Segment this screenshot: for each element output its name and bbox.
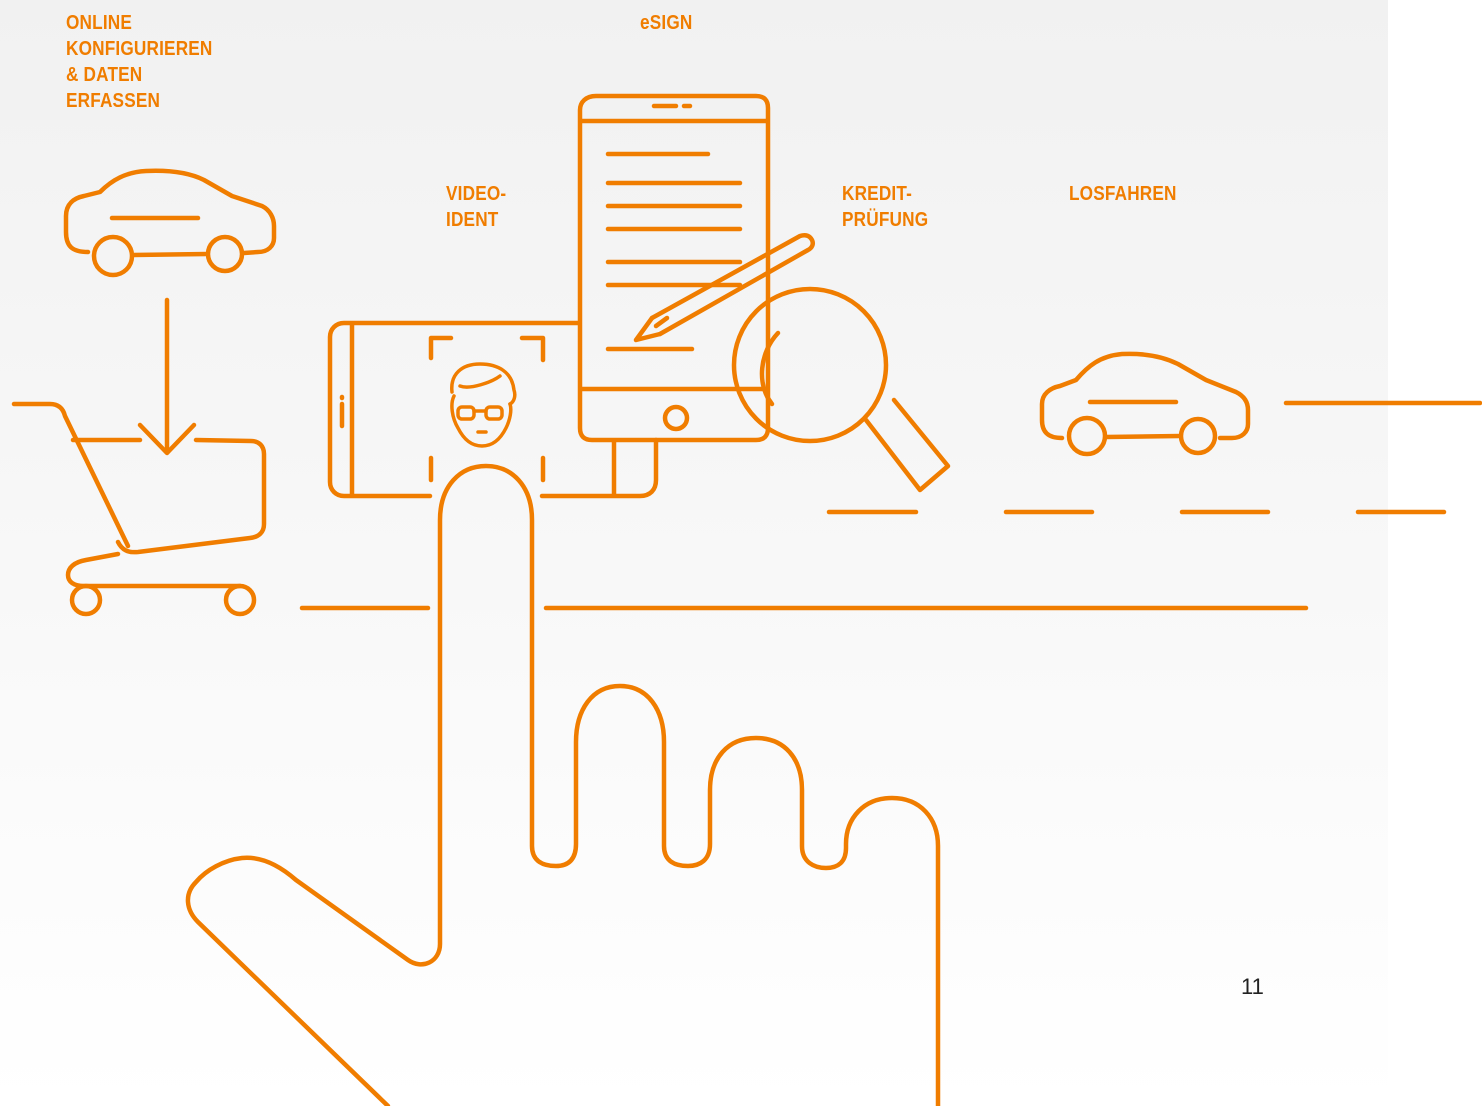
pencil-icon bbox=[636, 235, 813, 340]
label-line: eSIGN bbox=[640, 10, 692, 36]
pointing-hand-icon bbox=[188, 466, 938, 1106]
car-icon bbox=[66, 171, 274, 275]
label-line: ERFASSEN bbox=[66, 88, 213, 114]
label-line: LOSFAHREN bbox=[1069, 181, 1177, 207]
label-line: KREDIT- bbox=[842, 181, 928, 207]
label-line: VIDEO- bbox=[446, 181, 506, 207]
label-line: KONFIGURIEREN bbox=[66, 36, 213, 62]
label-esign: eSIGN bbox=[640, 10, 692, 36]
label-losfahren: LOSFAHREN bbox=[1069, 181, 1177, 207]
shopping-cart-icon bbox=[14, 404, 264, 614]
car-driving-icon bbox=[1042, 354, 1480, 454]
page-number: 11 bbox=[1241, 974, 1264, 1000]
label-line: ONLINE bbox=[66, 10, 213, 36]
label-line: PRÜFUNG bbox=[842, 207, 928, 233]
road-lines-icon bbox=[302, 512, 1444, 608]
arrow-down-icon bbox=[140, 300, 194, 453]
label-kreditpruefung: KREDIT- PRÜFUNG bbox=[842, 181, 928, 233]
label-line: & DATEN bbox=[66, 62, 213, 88]
label-line: IDENT bbox=[446, 207, 506, 233]
label-online-konfigurieren: ONLINE KONFIGURIEREN & DATEN ERFASSEN bbox=[66, 10, 213, 114]
face-icon bbox=[452, 364, 515, 446]
label-videoident: VIDEO- IDENT bbox=[446, 181, 506, 233]
